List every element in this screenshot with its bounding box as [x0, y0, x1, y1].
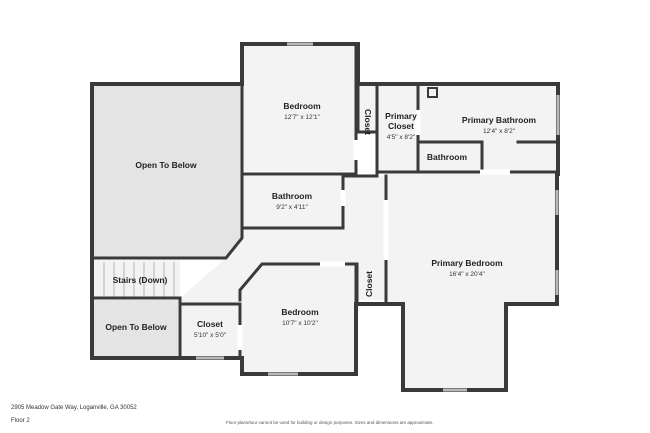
interior-walls [92, 42, 560, 360]
exterior-walls [90, 42, 560, 392]
address-text: 2905 Meadow Gate Way, Loganville, GA 300… [11, 405, 137, 411]
bathroom-small-label: Bathroom [427, 152, 468, 162]
bedroom-top-label: Bedroom [283, 101, 321, 111]
primary-closet-dims: 4'5" x 8'2" [387, 134, 416, 141]
closet-bottom-dims: 5'10" x 5'0" [194, 332, 227, 339]
primary-bathroom-label: Primary Bathroom [462, 115, 537, 125]
hallway-area [180, 176, 386, 304]
stairs-area [94, 260, 180, 298]
floor-label: Floor 2 [11, 418, 30, 424]
primary-closet-area [378, 86, 418, 172]
closet-bottom-area [180, 304, 240, 356]
bedroom-top-dims: 12'7" x 12'1" [284, 114, 320, 121]
primary-bedroom-alcove-area [403, 302, 506, 388]
primary-closet-label-line2: Closet [388, 121, 414, 131]
primary-bedroom-dims: 16'4" x 20'4" [449, 271, 485, 278]
closet-top-label: Closet [363, 109, 373, 135]
bedroom-bottom-area [242, 264, 355, 372]
primary-bathroom-dims: 12'4" x 8'2" [483, 128, 516, 135]
closet-mid-label: Closet [364, 271, 374, 297]
primary-bathroom-area [419, 86, 557, 172]
bedroom-bottom-dims: 10'7" x 10'2" [282, 320, 318, 327]
closet-top-area [358, 86, 377, 131]
windows [196, 42, 560, 392]
doorways [237, 110, 510, 350]
stairs-label: Stairs (Down) [113, 275, 168, 285]
disclaimer-text: Floor plans/tour cannot be used for buil… [226, 420, 434, 425]
bedroom-bottom-label: Bedroom [281, 307, 319, 317]
bathroom-hall-dims: 9'2" x 4'11" [276, 204, 308, 211]
bedroom-top-area [243, 45, 357, 171]
closet-bottom-label: Closet [197, 319, 223, 329]
open-to-below-label: Open To Below [135, 160, 197, 170]
primary-bedroom-area [386, 174, 557, 302]
bathroom-hall-area [243, 176, 343, 228]
open-to-below-area [94, 86, 242, 258]
open-to-below-small-label: Open To Below [105, 322, 167, 332]
stair-treads [103, 262, 175, 297]
bathroom-hall-label: Bathroom [272, 191, 313, 201]
primary-closet-label-line1: Primary [385, 111, 417, 121]
primary-bedroom-label: Primary Bedroom [431, 258, 503, 268]
open-to-below-small-area [94, 300, 178, 356]
